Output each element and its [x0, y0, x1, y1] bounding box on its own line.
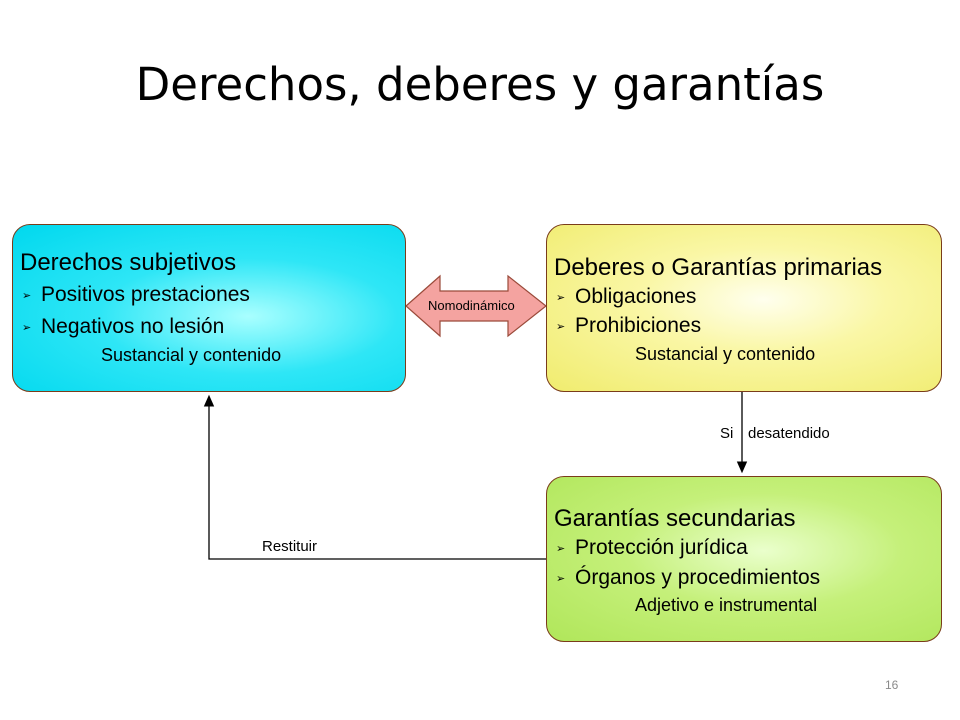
item-text: Negativos no lesión [41, 315, 225, 338]
item-text: Protección jurídica [575, 536, 748, 559]
slide-title: Derechos, deberes y garantías [135, 58, 825, 111]
garantias-secundarias-box: Garantías secundarias ➢ Protección juríd… [546, 476, 942, 642]
desatendido-label: desatendido [748, 425, 830, 442]
derechos-subjetivos-title: Derechos subjetivos [20, 249, 237, 276]
arrowhead-bullet-icon: ➢ [556, 572, 566, 585]
restituir-label: Restituir [262, 538, 318, 555]
arrowhead-bullet-icon: ➢ [556, 320, 566, 333]
arrowhead-bullet-icon: ➢ [556, 291, 566, 304]
deberes-box: Deberes o Garantías primarias ➢ Obligaci… [546, 224, 942, 392]
si-label: Si [720, 425, 734, 442]
page-number: 16 [885, 678, 899, 692]
derechos-subtitle: Sustancial y contenido [101, 345, 282, 365]
secundarias-subtitle: Adjetivo e instrumental [635, 595, 818, 615]
arrowhead-bullet-icon: ➢ [22, 321, 32, 334]
arrowhead-bullet-icon: ➢ [22, 289, 32, 302]
item-text: Órganos y procedimientos [575, 566, 821, 589]
list-item: ➢ Protección jurídica [547, 536, 748, 560]
list-item: ➢ Negativos no lesión [13, 315, 224, 339]
garantias-secundarias-title: Garantías secundarias [554, 505, 796, 532]
deberes-subtitle: Sustancial y contenido [635, 344, 816, 364]
item-text: Prohibiciones [575, 314, 702, 337]
restituir-arrow [203, 394, 546, 560]
list-item: ➢ Prohibiciones [547, 314, 701, 338]
item-text: Positivos prestaciones [41, 283, 250, 306]
deberes-title: Deberes o Garantías primarias [554, 254, 883, 281]
nomodinamico-label: Nomodinámico [428, 298, 515, 313]
item-text: Obligaciones [575, 285, 697, 308]
list-item: ➢ Obligaciones [547, 285, 696, 309]
derechos-subjetivos-box: Derechos subjetivos ➢ Positivos prestaci… [12, 224, 406, 392]
list-item: ➢ Positivos prestaciones [13, 283, 250, 307]
arrowhead-bullet-icon: ➢ [556, 542, 566, 555]
list-item: ➢ Órganos y procedimientos [547, 566, 820, 590]
